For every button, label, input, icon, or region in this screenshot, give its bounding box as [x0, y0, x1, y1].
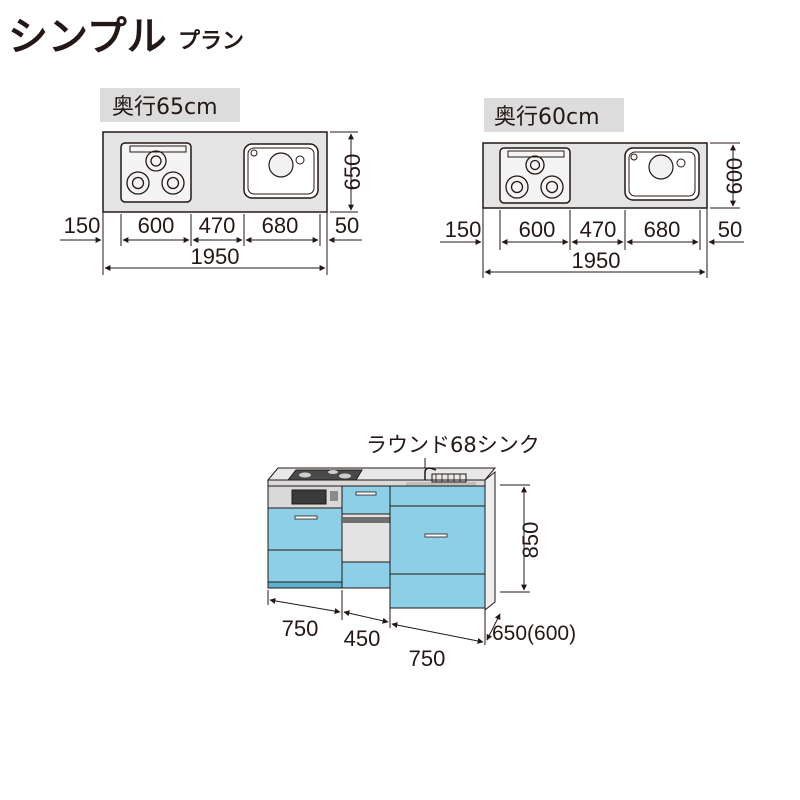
seg-680: 680	[262, 213, 299, 238]
cabinet-side	[484, 470, 496, 612]
kitchen-elevation: ラウンド68シンク	[266, 433, 576, 671]
plan-60cm: 奥行60cm 600	[440, 98, 747, 278]
seg-470: 470	[199, 213, 236, 238]
depth-label-bg	[484, 98, 624, 132]
sink-icon	[243, 143, 319, 199]
seg-150: 150	[64, 213, 101, 238]
width-right: 750	[409, 646, 446, 671]
grill-knob	[330, 491, 338, 501]
seg-470: 470	[580, 217, 617, 242]
middle-bottom-drawer	[341, 561, 391, 589]
total-width: 1950	[191, 244, 240, 269]
left-upper-drawer-handle	[294, 515, 318, 520]
gas-stove-icon	[286, 469, 363, 481]
width-middle: 450	[344, 626, 381, 651]
right-lower-drawer	[389, 573, 486, 609]
width-left: 750	[282, 616, 319, 641]
right-main-drawer-handle	[424, 533, 448, 538]
seg-50: 50	[718, 217, 742, 242]
middle-top-drawer	[341, 485, 391, 515]
plan-65cm: 奥行65cm 650	[60, 88, 365, 275]
seg-600: 600	[138, 213, 175, 238]
depth-value: 650(600)	[492, 622, 576, 645]
seg-680: 680	[644, 217, 681, 242]
depth-value: 600	[722, 158, 747, 195]
left-upper-drawer	[267, 507, 343, 551]
gas-stove-icon	[499, 147, 571, 204]
right-main-drawer	[389, 505, 486, 575]
right-upper-drawer	[389, 485, 486, 507]
grill-window	[291, 489, 327, 505]
page-title: シンプル	[8, 14, 167, 60]
seg-50: 50	[335, 213, 359, 238]
seg-600: 600	[519, 217, 556, 242]
left-plinth	[267, 581, 343, 589]
gas-stove-icon	[120, 142, 192, 203]
left-lower-drawer	[267, 549, 343, 583]
total-width: 1950	[572, 248, 621, 273]
depth-label-bg	[100, 88, 240, 122]
sink-label: ラウンド68シンク	[366, 433, 540, 457]
middle-top-drawer-handle	[355, 491, 377, 496]
depth-label: 奥行60cm	[494, 105, 600, 130]
seg-150: 150	[445, 217, 482, 242]
depth-label: 奥行65cm	[112, 95, 218, 120]
faucet-icon	[406, 467, 476, 486]
sink-icon	[624, 147, 700, 201]
depth-value: 650	[340, 154, 365, 191]
dishwasher-panel	[342, 517, 390, 523]
page-subtitle: プラン	[178, 29, 244, 54]
height-value: 850	[518, 522, 543, 559]
